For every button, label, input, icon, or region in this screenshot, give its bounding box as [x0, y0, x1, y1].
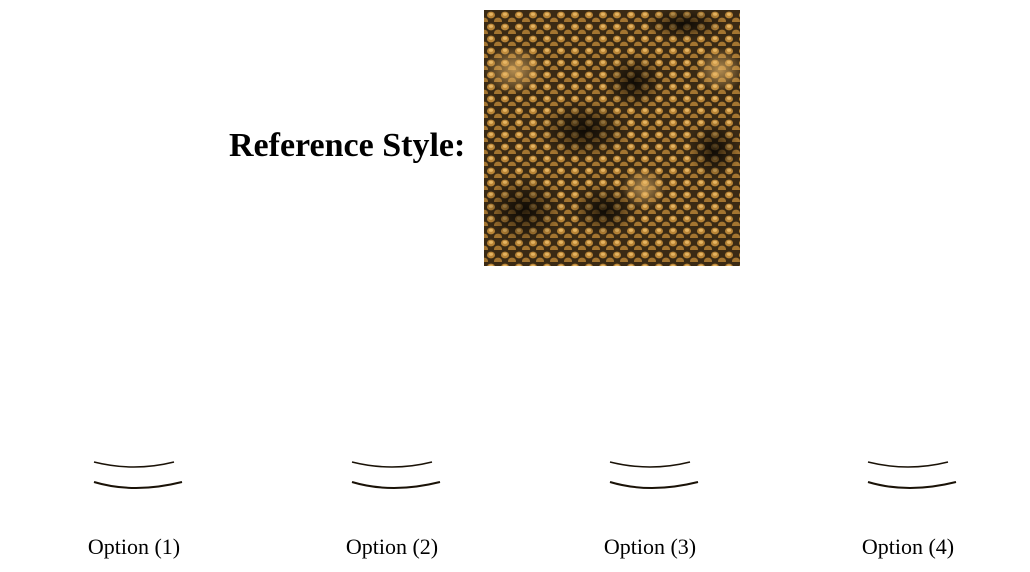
- option-2-label: Option (2): [345, 534, 439, 559]
- knight-option-1: [64, 272, 204, 528]
- chess-knight-icon: [583, 276, 713, 524]
- option-1-label: Option (1): [87, 534, 181, 559]
- reference-style-label: Reference Style:: [229, 127, 466, 164]
- knight-option-4: [838, 272, 978, 528]
- chess-knight-icon: [325, 276, 455, 524]
- option-3-label: Option (3): [603, 534, 697, 559]
- knight-option-3: [580, 272, 720, 528]
- option-4-label: Option (4): [861, 534, 955, 559]
- reference-style-swatch: [484, 10, 740, 266]
- chess-knight-icon: [67, 276, 197, 524]
- chess-knight-icon: [841, 276, 971, 524]
- knight-option-2: [322, 272, 462, 528]
